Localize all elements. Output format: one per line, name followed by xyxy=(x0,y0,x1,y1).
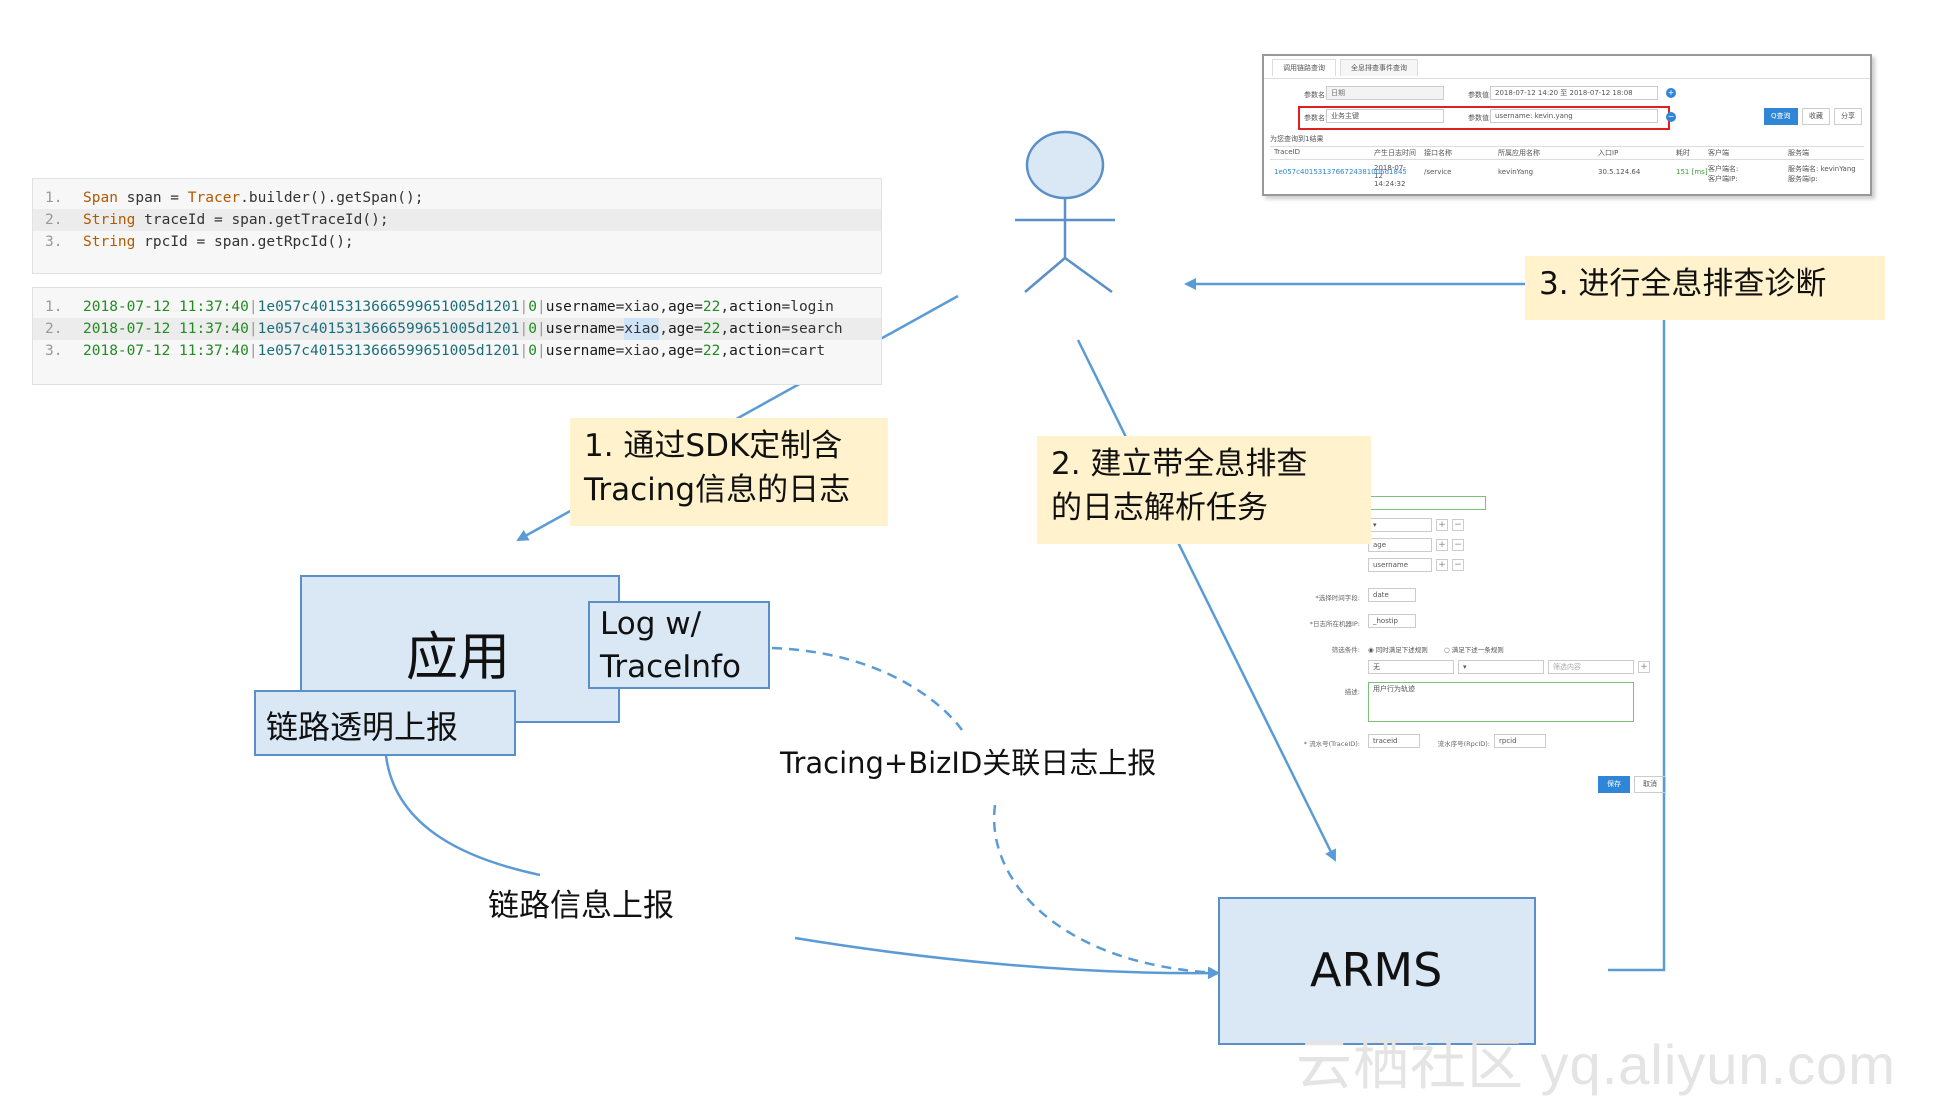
tab-event-query[interactable]: 全息排查事件查询 xyxy=(1340,58,1418,76)
filter-content-input[interactable]: 筛选内容 xyxy=(1548,660,1634,674)
trace-report-label: 链路信息上报 xyxy=(488,880,674,925)
param-name-label: 参数名: xyxy=(1304,91,1328,99)
rpcid-select[interactable]: rpcid xyxy=(1494,734,1546,748)
username-value-field[interactable]: username: kevin.yang xyxy=(1490,109,1658,123)
code-line: 1. Span span = Tracer.builder().getSpan(… xyxy=(45,190,424,206)
filter-radio-all[interactable]: ◉ 同时满足下述规则 xyxy=(1368,646,1428,654)
cell-client: 客户端名: 客户端IP: xyxy=(1708,165,1739,183)
form-cancel-button[interactable]: 取消 xyxy=(1634,776,1666,793)
add-param-icon[interactable]: + xyxy=(1666,88,1676,98)
add-field-icon[interactable]: + xyxy=(1436,539,1448,551)
param-value-label: 参数值: xyxy=(1468,91,1492,99)
log-line: 2. 2018-07-12 11:37:40|1e057c40153136665… xyxy=(33,318,881,340)
cell-ip: 30.5.124.64 xyxy=(1598,168,1641,176)
cell-time: 2018-07-12 14:24:32 xyxy=(1374,164,1406,188)
arrow-trace-report xyxy=(384,755,541,877)
param-value-label-2: 参数值: xyxy=(1468,114,1492,122)
host-ip-select[interactable]: _hostip xyxy=(1368,614,1416,628)
query-tabbar: 调用链路查询 全息排查事件查询 xyxy=(1264,56,1870,79)
sdk-code-snippet: 1. Span span = Tracer.builder().getSpan(… xyxy=(32,178,882,274)
rpcid-label: 流水序号(RpcID): xyxy=(1437,740,1490,748)
col-api: 接口名称 xyxy=(1424,149,1452,157)
trace-query-screenshot: 调用链路查询 全息排查事件查询 参数名: 参数值: 2018-07-12 14:… xyxy=(1262,54,1872,196)
log-tracinfo-box: Log w/ TraceInfo xyxy=(588,601,770,689)
desc-textarea[interactable]: 用户行为轨迹 xyxy=(1368,682,1634,722)
parse-task-form: ▾ + − age + − username + − *选择时间字段: date… xyxy=(1280,460,1670,800)
arms-box-title: ARMS xyxy=(1310,943,1443,997)
watermark: 云栖社区 yq.aliyun.com xyxy=(1296,1033,1896,1096)
traceid-label: * 流水号(TraceID): xyxy=(1303,740,1360,748)
col-latency: 耗时 xyxy=(1676,149,1690,157)
log-line: 1. 2018-07-12 11:37:40|1e057c40153136665… xyxy=(45,299,834,315)
search-button[interactable]: Q查询 xyxy=(1764,108,1798,125)
filter-label: 筛选条件: xyxy=(1331,646,1360,654)
filter-op-select[interactable]: ▾ xyxy=(1458,660,1544,674)
tab-trace-query[interactable]: 调用链路查询 xyxy=(1272,58,1336,76)
cell-latency: 151 [ms] xyxy=(1676,168,1708,176)
result-caption: 为您查询到1结果 xyxy=(1270,135,1324,143)
result-header-row xyxy=(1270,146,1864,160)
arrow-biz-log-2 xyxy=(992,804,1220,979)
biz-key-select[interactable]: 业务主键 xyxy=(1326,109,1444,123)
log-line: 3. 2018-07-12 11:37:40|1e057c40153136665… xyxy=(45,343,826,359)
time-field-select[interactable]: date xyxy=(1368,588,1416,602)
share-button[interactable]: 分享 xyxy=(1834,108,1862,125)
col-ip: 入口IP xyxy=(1598,149,1619,157)
date-range-field[interactable]: 2018-07-12 14:20 至 2018-07-12 18:08 xyxy=(1490,86,1658,100)
app-box-title: 应用 xyxy=(406,628,511,688)
time-field-label: *选择时间字段: xyxy=(1315,594,1360,602)
arrow-biz-log xyxy=(771,646,964,731)
log-box-title: Log w/ TraceInfo xyxy=(600,606,741,685)
field-select-username[interactable]: username xyxy=(1368,558,1432,572)
add-filter-icon[interactable]: + xyxy=(1638,661,1650,673)
desc-label: 描述: xyxy=(1344,688,1360,696)
task-name-field[interactable] xyxy=(1368,496,1486,510)
remove-field-icon[interactable]: − xyxy=(1452,519,1464,531)
remove-param-icon[interactable]: − xyxy=(1666,112,1676,122)
user-figure-icon xyxy=(1015,130,1115,294)
step1-note: 1. 通过SDK定制含 Tracing信息的日志 xyxy=(570,418,888,526)
field-select-age[interactable]: age xyxy=(1368,538,1432,552)
add-field-icon[interactable]: + xyxy=(1436,519,1448,531)
remove-field-icon[interactable]: − xyxy=(1452,559,1464,571)
filter-radio-any[interactable]: ○ 满足下述一条规则 xyxy=(1444,646,1504,654)
cell-server: 服务端名: kevinYang 服务端ip: xyxy=(1788,165,1856,183)
trace-transparent-box: 链路透明上报 xyxy=(254,690,516,756)
arms-box: ARMS xyxy=(1218,897,1536,1045)
cell-api: /service xyxy=(1424,168,1452,176)
code-line: 2. String traceId = span.getTraceId(); xyxy=(33,209,881,231)
step2-note: 2. 建立带全息排查 的日志解析任务 xyxy=(1037,436,1371,544)
form-save-button[interactable]: 保存 xyxy=(1598,776,1630,793)
col-traceid: TraceID xyxy=(1274,148,1301,156)
add-field-icon[interactable]: + xyxy=(1436,559,1448,571)
filter-select[interactable]: 无 xyxy=(1368,660,1454,674)
param-name-label-2: 参数名: xyxy=(1304,114,1328,122)
col-server: 服务端 xyxy=(1788,149,1809,157)
remove-field-icon[interactable]: − xyxy=(1452,539,1464,551)
code-line: 3. String rpcId = span.getRpcId(); xyxy=(45,234,354,250)
trace-box-title: 链路透明上报 xyxy=(266,708,459,746)
col-app: 所属应用名称 xyxy=(1498,149,1540,157)
field-select-1[interactable]: ▾ xyxy=(1368,518,1432,532)
step3-note: 3. 进行全息排查诊断 xyxy=(1525,256,1885,320)
col-client: 客户端 xyxy=(1708,149,1729,157)
arrow-trace-report-2 xyxy=(794,936,1220,980)
param-name-input[interactable] xyxy=(1326,86,1444,100)
log-snippet: 1. 2018-07-12 11:37:40|1e057c40153136665… xyxy=(32,287,882,385)
arrow-arms-to-person xyxy=(1184,278,1666,972)
biz-log-label: Tracing+BizID关联日志上报 xyxy=(778,740,1159,782)
cell-app: kevinYang xyxy=(1498,168,1534,176)
host-ip-label: *日志所在机器IP: xyxy=(1309,620,1360,628)
trace-id-link[interactable]: 1e057c4015313766724381006d1845 xyxy=(1274,168,1407,176)
traceid-select[interactable]: traceid xyxy=(1368,734,1420,748)
col-time: 产生日志时间 xyxy=(1374,149,1416,157)
save-query-button[interactable]: 收藏 xyxy=(1802,108,1830,125)
arrow-person-to-arms xyxy=(1076,339,1337,862)
